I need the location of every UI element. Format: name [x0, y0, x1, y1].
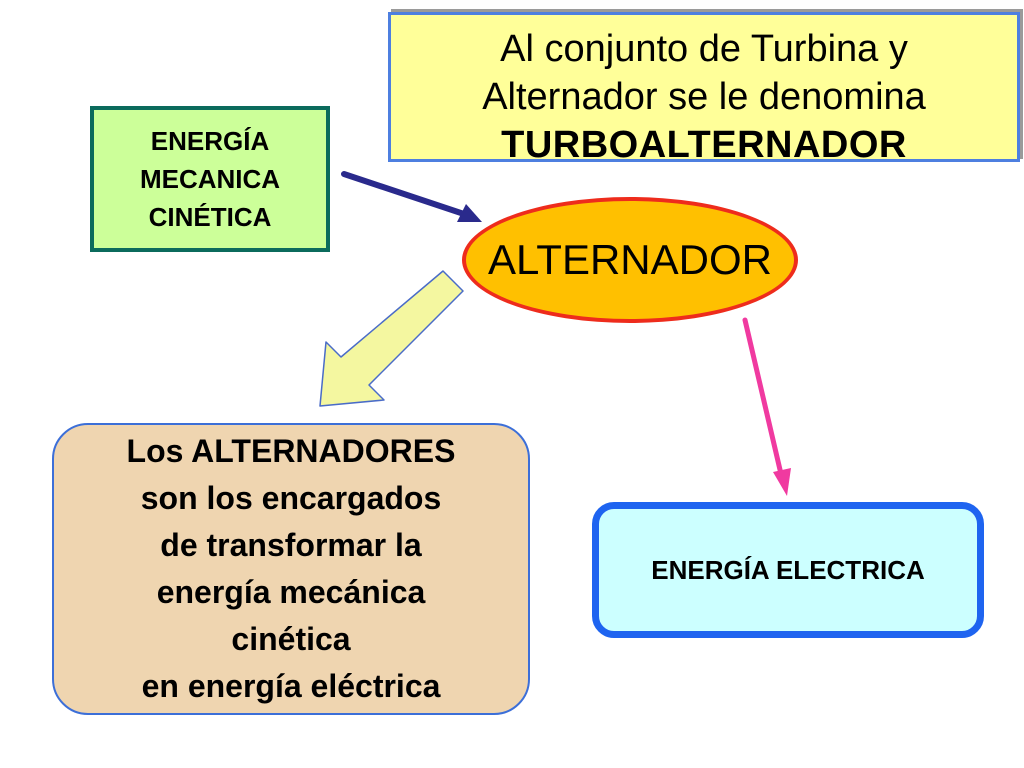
- description-line: de transformar la: [160, 527, 422, 563]
- description-line: Los ALTERNADORES: [126, 433, 456, 469]
- description-line: energía mecánica: [156, 574, 426, 610]
- note-line-1: Al conjunto de Turbina y: [500, 28, 908, 70]
- alternator-oval: ALTERNADOR: [462, 197, 798, 323]
- alternator-description-box: Los ALTERNADORES son los encargados de t…: [52, 423, 530, 715]
- description-line: en energía eléctrica: [141, 668, 441, 704]
- note-line-3: TURBOALTERNADOR: [501, 124, 907, 166]
- alternator-label: ALTERNADOR: [488, 236, 772, 283]
- electric-energy-box: ENERGÍA ELECTRICA: [592, 502, 984, 638]
- note-line-2: Alternador se le denomina: [482, 76, 926, 118]
- mechanical-energy-box: ENERGÍA MECANICA CINÉTICA: [90, 106, 330, 252]
- arrow-alternator-to-electric: [742, 317, 791, 496]
- arrow-mechanical-to-alternator: [341, 171, 482, 222]
- description-line: cinética: [231, 621, 351, 657]
- turboalternator-note: Al conjunto de Turbina y Alternador se l…: [388, 12, 1020, 166]
- mechanical-line-3: CINÉTICA: [148, 202, 272, 232]
- mechanical-line-1: ENERGÍA: [150, 126, 270, 156]
- mechanical-line-2: MECANICA: [139, 164, 281, 194]
- electric-energy-label: ENERGÍA ELECTRICA: [651, 554, 925, 585]
- arrow-alternator-to-description: [319, 270, 464, 407]
- description-line: son los encargados: [140, 480, 442, 516]
